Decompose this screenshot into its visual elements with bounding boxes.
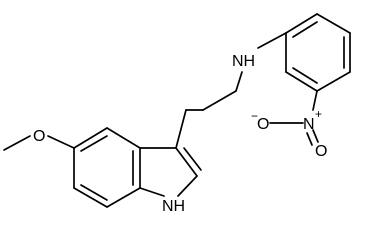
benzo-ring — [73, 127, 141, 208]
ethyl-chain — [185, 90, 237, 111]
methoxy-o-label: O — [33, 128, 45, 145]
nitro-o-label: O — [315, 143, 327, 160]
nitro-o-charge: − — [251, 109, 258, 123]
nitro-n-label: N — [303, 116, 315, 133]
pyrrole-ring — [139, 109, 202, 197]
n-aryl-bond — [257, 32, 287, 49]
nitro-o-minus-label: O — [257, 116, 269, 133]
methoxy-group — [3, 135, 75, 151]
nitro-group — [269, 90, 319, 146]
nitrophenyl-ring — [285, 13, 351, 92]
n-ethyl-bond — [235, 71, 243, 92]
chemical-structure: NH N + O − O O NH — [3, 13, 351, 215]
nitro-n-charge: + — [315, 107, 322, 121]
amine-nh-label: NH — [232, 53, 255, 70]
indole-nh-label: NH — [162, 198, 185, 215]
